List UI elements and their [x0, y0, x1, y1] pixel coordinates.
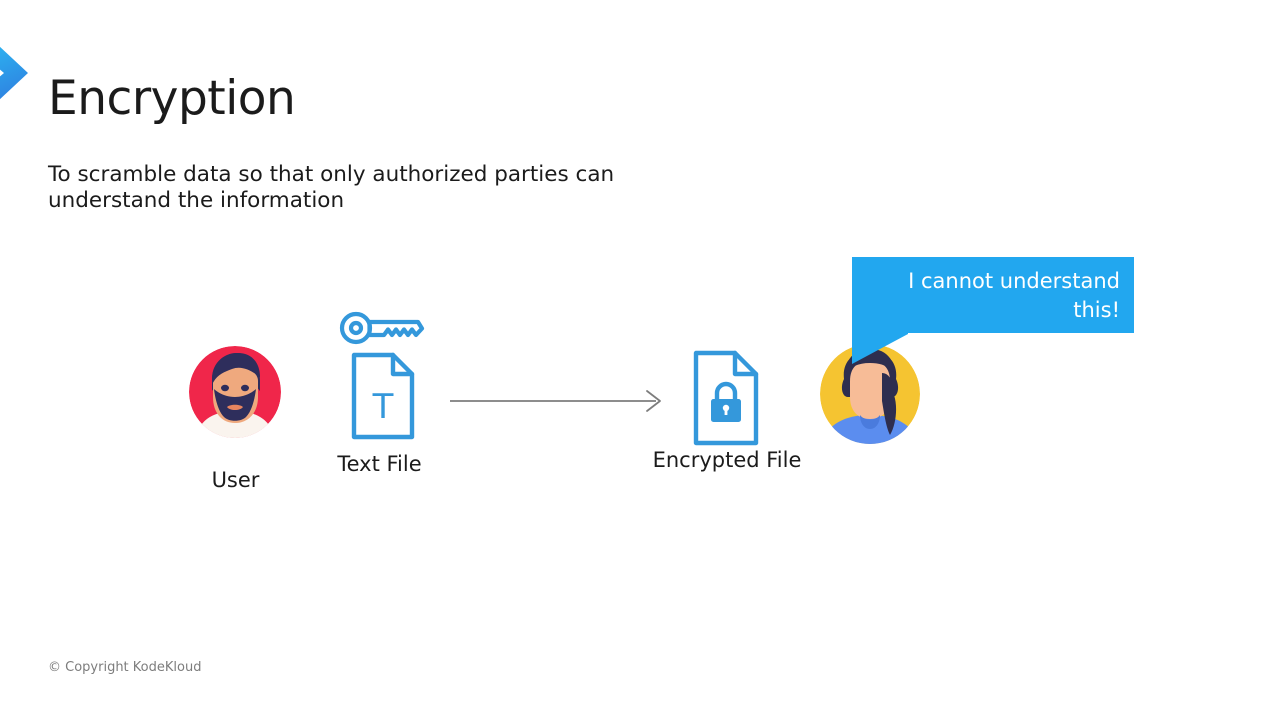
node-label-text-file: Text File [337, 452, 422, 476]
document-glyph-t: T [372, 387, 394, 427]
node-label-user: User [211, 468, 260, 492]
document-icon [351, 352, 415, 440]
slide-subtitle: To scramble data so that only authorized… [48, 161, 615, 213]
flow-arrow-icon [450, 390, 661, 412]
key-icon [339, 311, 425, 345]
text-file-with-key-icon: T [339, 311, 425, 440]
recipient-avatar-woman-icon [820, 344, 920, 444]
page-title: Encryption [48, 71, 296, 127]
speech-bubble-tail [852, 332, 908, 364]
speech-bubble: I cannot understand this! [852, 257, 1134, 333]
brand-chevron-icon [0, 46, 28, 100]
speech-bubble-line-1: I cannot understand [908, 269, 1120, 293]
encrypted-file-icon [693, 350, 759, 446]
node-label-encrypted-file: Encrypted File [652, 448, 802, 472]
user-avatar-bearded-icon [189, 346, 281, 438]
footer-copyright: © Copyright KodeKloud [48, 660, 202, 675]
speech-bubble-line-2: this! [1073, 297, 1120, 322]
lock-icon [711, 381, 741, 422]
